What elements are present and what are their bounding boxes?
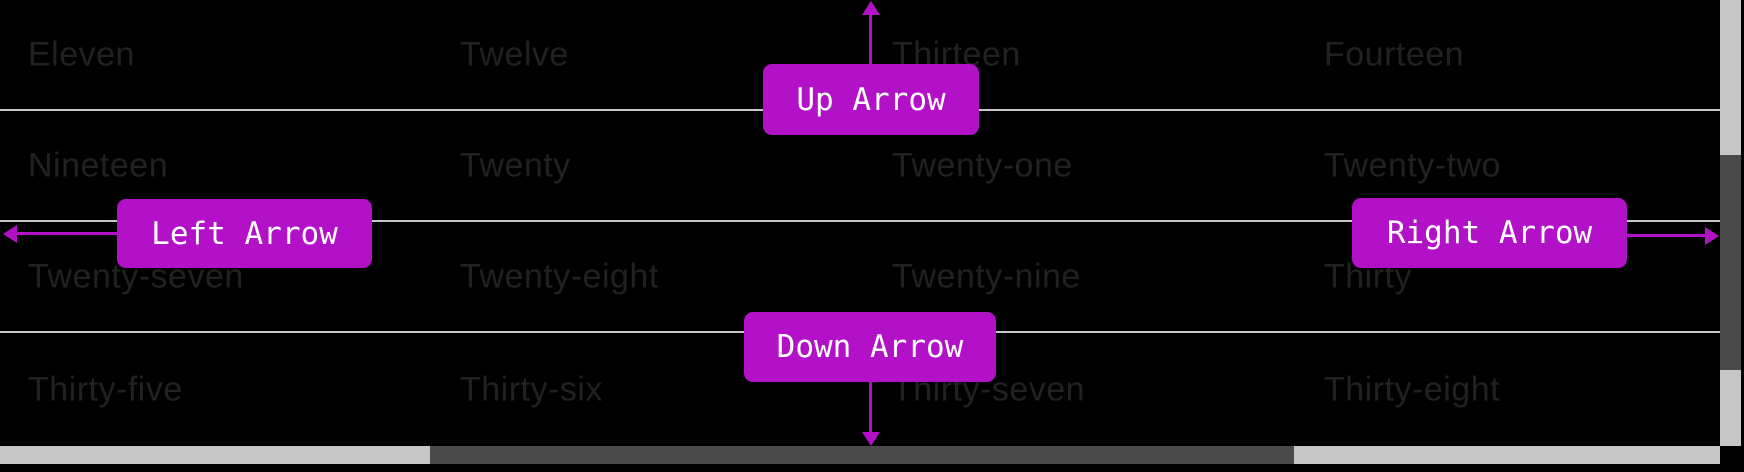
number-grid: Eleven Twelve Thirteen Fourteen Nineteen… — [0, 35, 1720, 446]
grid-cell: Thirty-six — [460, 370, 603, 408]
left-arrow-badge: Left Arrow — [117, 199, 372, 268]
grid-cell: Fourteen — [1324, 35, 1465, 73]
horizontal-scrollbar[interactable] — [0, 446, 1720, 464]
horizontal-scrollbar-thumb[interactable] — [430, 446, 1294, 464]
right-arrowhead-icon — [1705, 227, 1719, 245]
grid-cell: Nineteen — [28, 146, 169, 184]
grid-cell: Twenty — [460, 146, 571, 184]
right-arrow-label: Right Arrow — [1386, 215, 1593, 251]
grid-cell: Twelve — [460, 35, 569, 73]
grid-cell: Eleven — [28, 35, 135, 73]
left-arrow-label: Left Arrow — [151, 215, 338, 252]
right-arrow-badge: Right Arrow — [1352, 198, 1627, 268]
grid-cell: Twenty-two — [1324, 146, 1501, 184]
grid-row: Thirty-five Thirty-six Thirty-seven Thir… — [0, 333, 1720, 446]
grid-cell: Twenty-one — [892, 146, 1073, 184]
vertical-scrollbar[interactable] — [1720, 0, 1741, 446]
grid-cell: Thirty-eight — [1324, 370, 1501, 408]
down-arrowhead-icon — [862, 432, 880, 446]
up-arrowhead-icon — [862, 1, 880, 15]
up-arrow-line — [869, 3, 872, 65]
down-arrow-label: Down Arrow — [776, 329, 964, 365]
grid-row: Nineteen Twenty Twenty-one Twenty-two — [0, 111, 1720, 222]
up-arrow-label: Up Arrow — [796, 81, 946, 118]
down-arrow-line — [869, 381, 872, 434]
grid-cell: Twenty-eight — [460, 257, 659, 295]
right-arrow-line — [1627, 234, 1707, 237]
left-arrowhead-icon — [3, 225, 17, 243]
left-arrow-line — [15, 232, 118, 235]
vertical-scrollbar-thumb[interactable] — [1720, 155, 1741, 370]
up-arrow-badge: Up Arrow — [763, 64, 979, 135]
down-arrow-badge: Down Arrow — [744, 312, 996, 382]
grid-cell: Thirty-five — [28, 370, 183, 408]
grid-cell: Twenty-nine — [892, 257, 1081, 295]
